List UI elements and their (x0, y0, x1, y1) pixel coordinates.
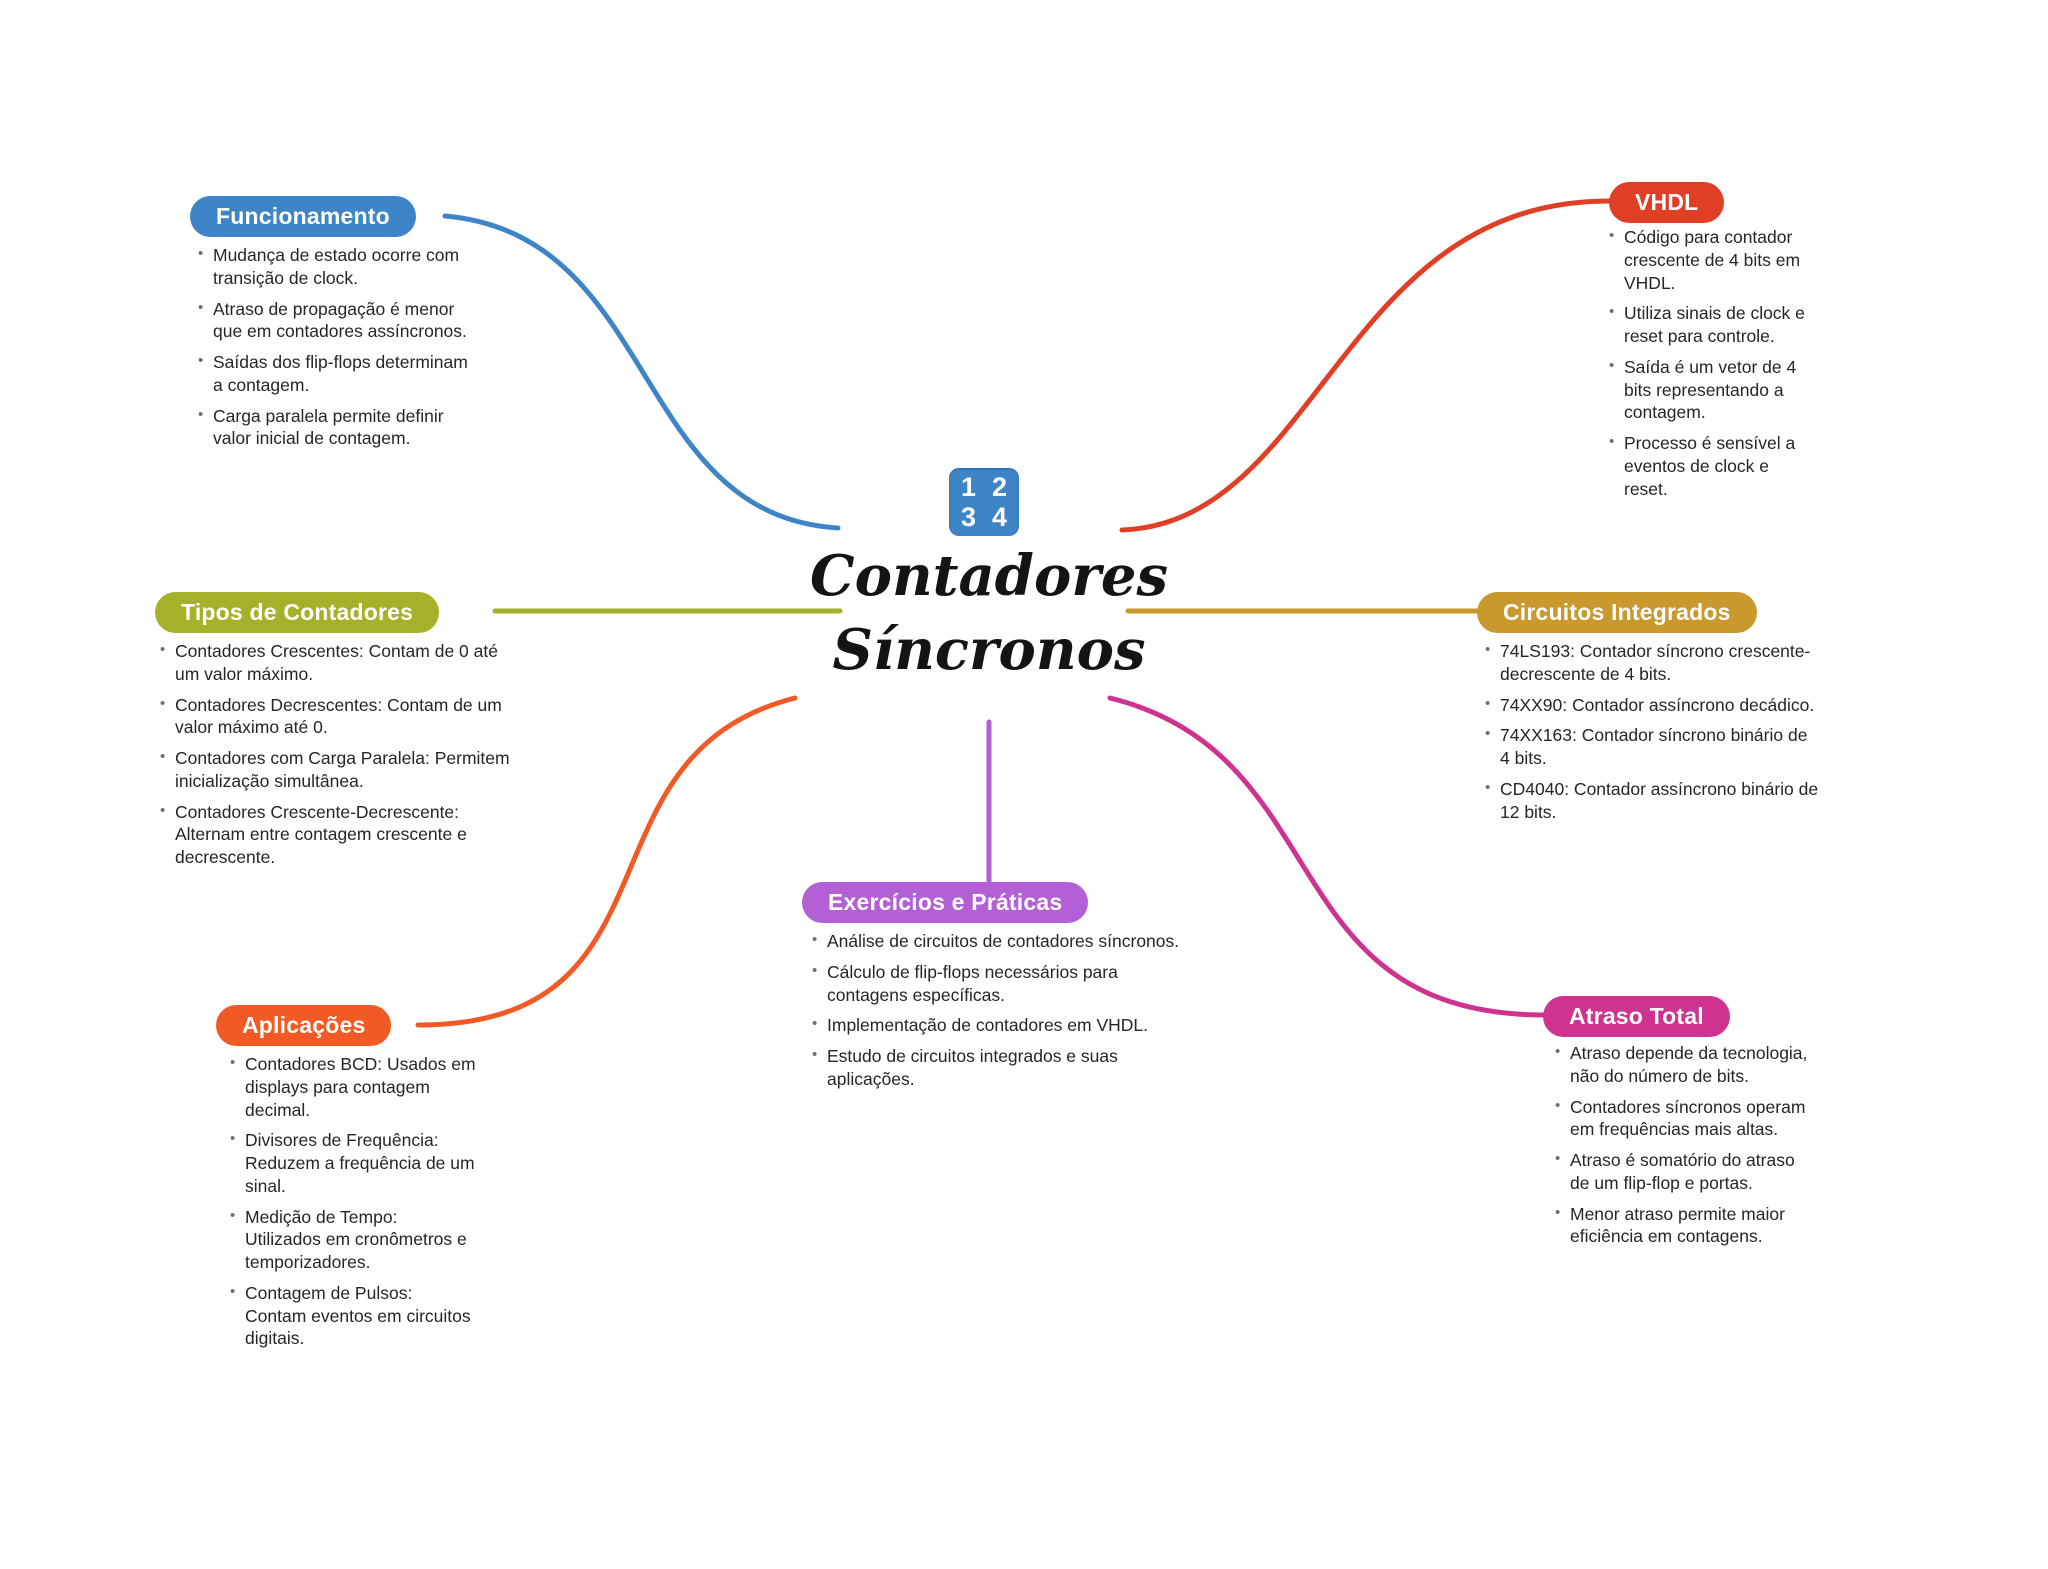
bullet-item: Contadores Crescente-Decrescente: Altern… (158, 801, 510, 869)
bullet-item: Implementação de contadores em VHDL. (810, 1014, 1190, 1037)
bullet-item: Atraso de propagação é menor que em cont… (196, 298, 468, 344)
bullet-item: Análise de circuitos de contadores síncr… (810, 930, 1190, 953)
branch-circuitos-integrados-list: 74LS193: Contador síncrono crescente-dec… (1483, 640, 1821, 831)
branch-funcionamento-pill[interactable]: Funcionamento (190, 196, 416, 237)
bullet-item: Código para contador crescente de 4 bits… (1607, 226, 1805, 294)
bullet-item: Contagem de Pulsos: Contam eventos em ci… (228, 1282, 476, 1350)
bullet-item: Divisores de Frequência: Reduzem a frequ… (228, 1129, 476, 1197)
branch-tipos-de-contadores-list: Contadores Crescentes: Contam de 0 até u… (158, 640, 510, 877)
branch-aplicacoes-list: Contadores BCD: Usados em displays para … (228, 1053, 476, 1358)
bullet-item: Carga paralela permite definir valor ini… (196, 405, 468, 451)
connector-atraso-total (1107, 695, 1548, 1018)
branch-atraso-total-list: Atraso depende da tecnologia, não do núm… (1553, 1042, 1809, 1256)
branch-aplicacoes-pill[interactable]: Aplicações (216, 1005, 392, 1046)
bullet-item: Cálculo de flip-flops necessários para c… (810, 961, 1190, 1007)
connector-aplicacoes (415, 695, 798, 1028)
branch-circuitos-integrados-pill[interactable]: Circuitos Integrados (1477, 592, 1757, 633)
branch-tipos-de-contadores-pill[interactable]: Tipos de Contadores (155, 592, 440, 633)
branch-vhdl-pill[interactable]: VHDL (1609, 182, 1725, 223)
bullet-item: Mudança de estado ocorre com transição d… (196, 244, 468, 290)
bullet-item: Atraso depende da tecnologia, não do núm… (1553, 1042, 1809, 1088)
bullet-item: 74LS193: Contador síncrono crescente-dec… (1483, 640, 1821, 686)
bullet-item: 74XX163: Contador síncrono binário de 4 … (1483, 724, 1821, 770)
bullet-item: Contadores BCD: Usados em displays para … (228, 1053, 476, 1121)
icon-digit-2: 2 (991, 471, 1008, 502)
central-topic-line2: Síncronos (832, 616, 1146, 683)
bullet-item: Contadores com Carga Paralela: Permitem … (158, 747, 510, 793)
connector-vhdl (1119, 198, 1612, 533)
branch-funcionamento-list: Mudança de estado ocorre com transição d… (196, 244, 468, 458)
bullet-item: Saídas dos flip-flops determinam a conta… (196, 351, 468, 397)
icon-digit-1: 1 (960, 471, 977, 502)
bullet-item: Menor atraso permite maior eficiência em… (1553, 1203, 1809, 1249)
branch-atraso-total-pill[interactable]: Atraso Total (1543, 996, 1730, 1037)
counter-digits-icon: 1 2 3 4 (949, 468, 1019, 536)
bullet-item: Processo é sensível a eventos de clock e… (1607, 432, 1805, 500)
bullet-item: Estudo de circuitos integrados e suas ap… (810, 1045, 1190, 1091)
bullet-item: Atraso é somatório do atraso de um flip-… (1553, 1149, 1809, 1195)
branch-exercicios-e-praticas-pill[interactable]: Exercícios e Práticas (802, 882, 1089, 923)
connector-funcionamento (442, 213, 841, 531)
branch-exercicios-e-praticas-list: Análise de circuitos de contadores síncr… (810, 930, 1190, 1099)
central-topic[interactable]: Contadores Síncronos (759, 540, 1219, 688)
central-topic-line1: Contadores (810, 543, 1168, 609)
bullet-item: 74XX90: Contador assíncrono decádico. (1483, 694, 1821, 717)
bullet-item: Saída é um vetor de 4 bits representando… (1607, 356, 1805, 424)
bullet-item: Medição de Tempo: Utilizados em cronômet… (228, 1206, 476, 1274)
branch-vhdl-list: Código para contador crescente de 4 bits… (1607, 226, 1805, 508)
icon-digit-3: 3 (960, 501, 977, 532)
bullet-item: CD4040: Contador assíncrono binário de 1… (1483, 778, 1821, 824)
bullet-item: Contadores Decrescentes: Contam de um va… (158, 694, 510, 740)
icon-digit-4: 4 (991, 501, 1008, 532)
bullet-item: Contadores Crescentes: Contam de 0 até u… (158, 640, 510, 686)
bullet-item: Contadores síncronos operam em frequênci… (1553, 1096, 1809, 1142)
bullet-item: Utiliza sinais de clock e reset para con… (1607, 302, 1805, 348)
